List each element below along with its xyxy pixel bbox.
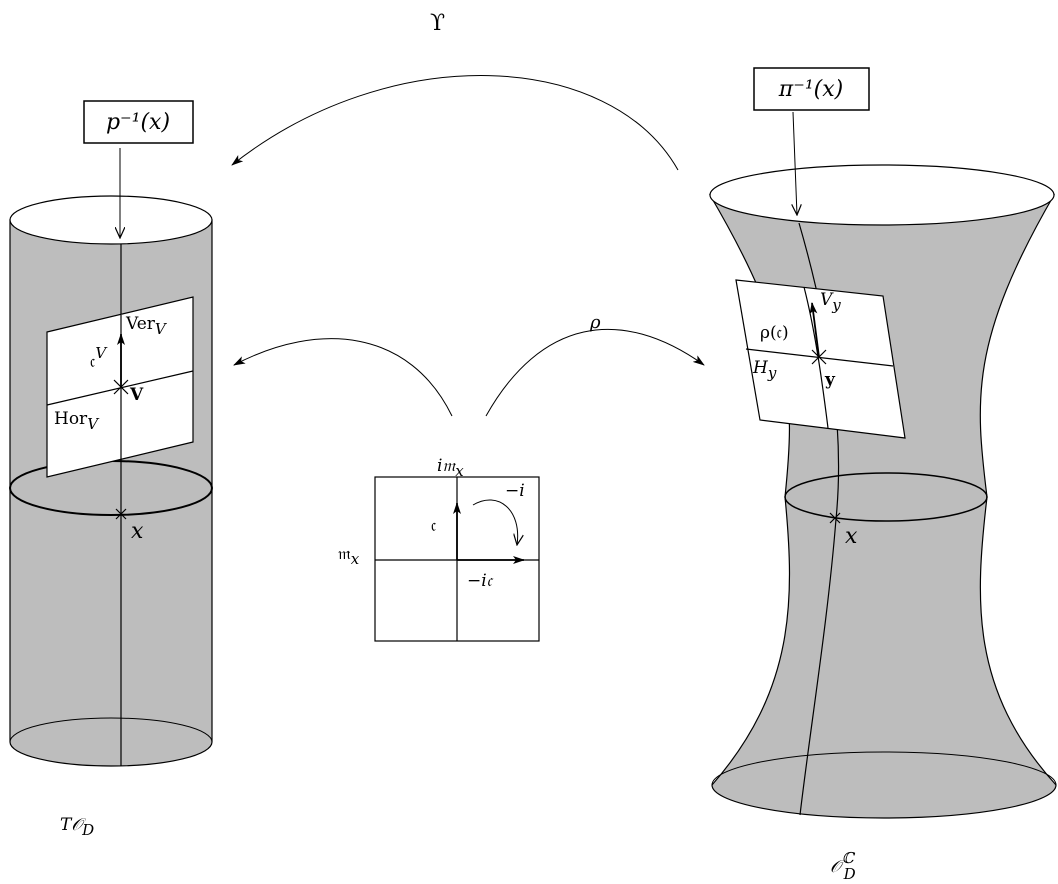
left-plane-shape xyxy=(46,296,194,478)
m-x-label: 𝔪x xyxy=(338,544,360,568)
x-right-label: x xyxy=(845,524,858,549)
h-y-label: Hy xyxy=(752,358,777,382)
minus-ic-label: −i𝔠 xyxy=(467,571,494,591)
left-tangent-plane xyxy=(46,296,194,478)
left-cylinder-bottom-back xyxy=(9,717,213,743)
right-hyperboloid-middle-ring xyxy=(784,472,988,522)
left-space-label: T𝒪D xyxy=(60,815,94,839)
v-y-label: Vy xyxy=(820,290,841,314)
fiber-left-label: p⁻¹(x) xyxy=(106,110,170,135)
rho-map-arrow xyxy=(485,328,705,417)
minus-i-label: −i xyxy=(505,481,525,501)
c-gothic-label: 𝔠 xyxy=(431,516,437,536)
c-v-label: 𝔠V xyxy=(90,344,108,372)
left-cylinder xyxy=(9,195,213,767)
left-point-v-mark xyxy=(113,379,129,395)
rho-label: ρ xyxy=(589,312,601,333)
right-hyperboloid xyxy=(708,164,1057,819)
fiber-left-box xyxy=(83,100,194,144)
x-left-label: x xyxy=(131,519,144,544)
bold-v-label: V xyxy=(129,385,144,405)
right-point-x-mark xyxy=(829,512,841,524)
left-map-arrow xyxy=(233,338,453,417)
fiber-right-box xyxy=(753,67,870,111)
right-hyperboloid-bottom-back xyxy=(711,751,1057,786)
bold-y-label: y xyxy=(824,370,836,390)
right-hyperboloid-top xyxy=(709,164,1055,226)
im-x-label: i𝔪x xyxy=(437,456,464,480)
hor-v-label: HorV xyxy=(54,409,100,433)
minus-i-rotation-arrow xyxy=(472,499,518,545)
upsilon-label: ϒ xyxy=(430,11,445,36)
right-vy-arrow xyxy=(809,302,820,358)
right-tangent-plane xyxy=(735,279,906,439)
fiber-right-pointer xyxy=(793,111,797,215)
upsilon-map-arrow xyxy=(231,75,679,171)
rho-c-label: ρ(𝔠) xyxy=(760,323,789,343)
left-point-x-mark xyxy=(115,508,127,520)
right-point-y-mark xyxy=(811,349,827,365)
center-complex-plane xyxy=(374,476,540,642)
fiber-right-label: π⁻¹(x) xyxy=(778,77,843,102)
left-cylinder-top xyxy=(9,195,213,245)
ver-v-label: VerV xyxy=(125,314,168,338)
